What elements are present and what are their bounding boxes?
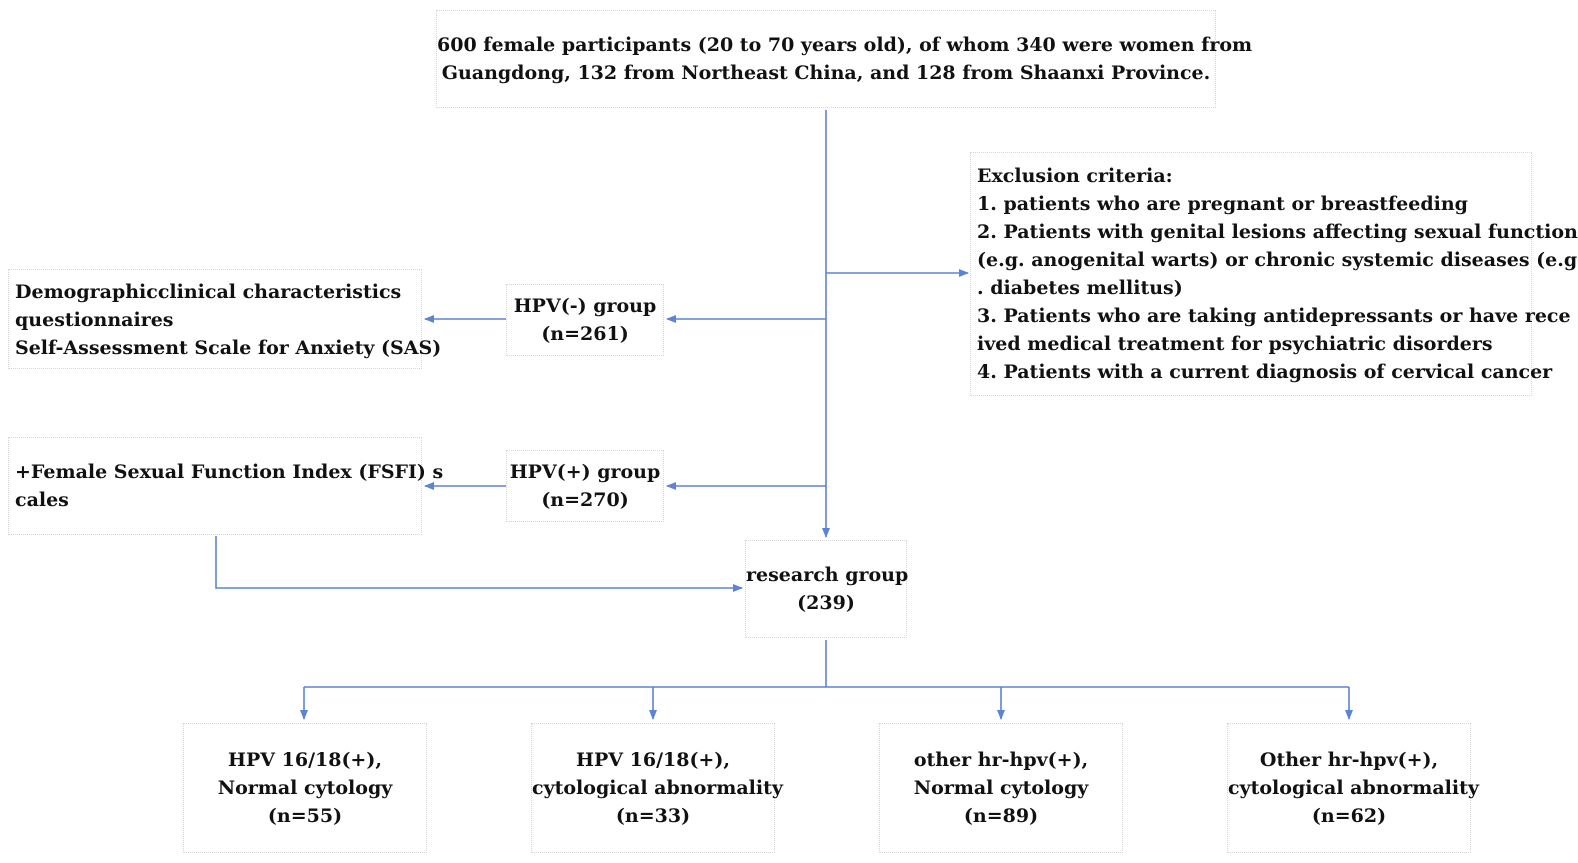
subgroup-3-line-1: other hr-hpv(+), xyxy=(913,749,1089,771)
exclusion-line-3: (e.g. anogenital warts) or chronic syste… xyxy=(977,249,1578,271)
subgroup-4-line-1: Other hr-hpv(+), xyxy=(1259,749,1439,771)
research-group-label: research group xyxy=(746,564,909,586)
subgroup-3-line-2: Normal cytology xyxy=(913,777,1089,799)
participants-line-1: 600 female participants (20 to 70 years … xyxy=(437,34,1253,56)
research-group-box: research group (239) xyxy=(745,540,909,638)
fsfi-line-2: cales xyxy=(15,489,69,511)
fsfi-box: +Female Sexual Function Index (FSFI) s c… xyxy=(8,437,444,535)
arrow-fsfi-to-research xyxy=(215,536,743,592)
subgroup-other-abnormal-box: Other hr-hpv(+), cytological abnormality… xyxy=(1227,723,1479,853)
subgroup-other-normal-box: other hr-hpv(+), Normal cytology (n=89) xyxy=(879,723,1123,853)
fsfi-line-1: +Female Sexual Function Index (FSFI) s xyxy=(15,461,444,483)
hpv-negative-count: (n=261) xyxy=(541,323,629,345)
subgroup-2-line-2: cytological abnormality xyxy=(532,777,783,799)
exclusion-line-6: ived medical treatment for psychiatric d… xyxy=(977,333,1493,355)
subgroup-1-count: (n=55) xyxy=(267,805,343,827)
exclusion-line-1: 1. patients who are pregnant or breastfe… xyxy=(977,193,1468,215)
subgroup-hpv1618-abnormal-box: HPV 16/18(+), cytological abnormality (n… xyxy=(531,723,783,853)
hpv-positive-label: HPV(+) group xyxy=(509,461,661,483)
research-group-count: (239) xyxy=(797,592,855,614)
exclusion-criteria-box: Exclusion criteria: 1. patients who are … xyxy=(970,152,1578,396)
exclusion-title: Exclusion criteria: xyxy=(977,165,1173,187)
subgroup-2-line-1: HPV 16/18(+), xyxy=(576,749,730,771)
subgroup-2-count: (n=33) xyxy=(615,805,691,827)
subgroup-4-count: (n=62) xyxy=(1311,805,1387,827)
hpv-negative-label: HPV(-) group xyxy=(513,295,657,317)
hpv-negative-group-box: HPV(-) group (n=261) xyxy=(506,284,664,356)
hpv-positive-group-box: HPV(+) group (n=270) xyxy=(506,450,664,522)
subgroup-hpv1618-normal-box: HPV 16/18(+), Normal cytology (n=55) xyxy=(183,723,427,853)
questionnaires-line-1: Demographicclinical characteristics xyxy=(15,281,402,303)
questionnaires-line-3: Self-Assessment Scale for Anxiety (SAS) xyxy=(15,337,442,359)
flow-connectors xyxy=(215,110,1353,720)
questionnaires-line-2: questionnaires xyxy=(15,309,174,331)
participants-box: 600 female participants (20 to 70 years … xyxy=(436,10,1253,108)
exclusion-line-2: 2. Patients with genital lesions affecti… xyxy=(977,221,1578,243)
exclusion-line-7: 4. Patients with a current diagnosis of … xyxy=(977,361,1553,383)
subgroup-1-line-2: Normal cytology xyxy=(217,777,393,799)
subgroup-3-count: (n=89) xyxy=(963,805,1039,827)
subgroup-4-line-2: cytological abnormality xyxy=(1228,777,1479,799)
exclusion-line-5: 3. Patients who are taking antidepressan… xyxy=(977,305,1571,327)
hpv-positive-count: (n=270) xyxy=(541,489,629,511)
subgroup-1-line-1: HPV 16/18(+), xyxy=(228,749,382,771)
questionnaires-box: Demographicclinical characteristics ques… xyxy=(8,269,442,369)
participants-line-2: Guangdong, 132 from Northeast China, and… xyxy=(441,62,1211,84)
exclusion-line-4: . diabetes mellitus) xyxy=(977,277,1183,299)
